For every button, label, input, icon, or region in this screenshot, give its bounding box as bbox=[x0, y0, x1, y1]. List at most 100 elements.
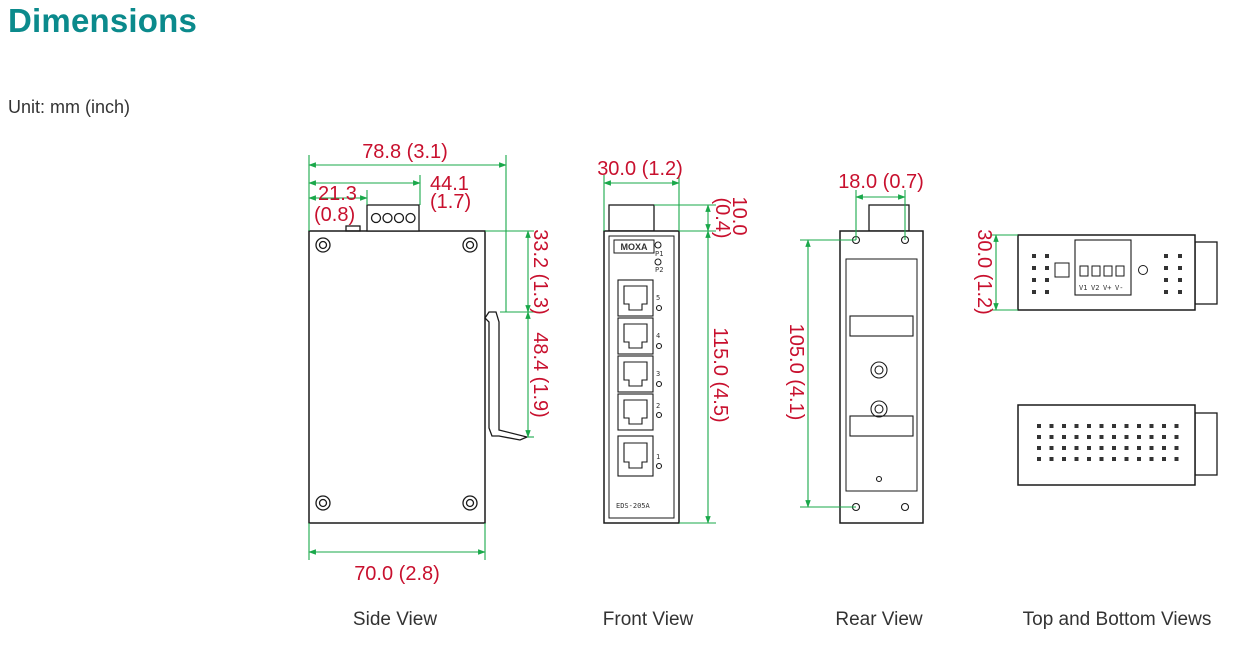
vent-hole bbox=[1162, 435, 1166, 439]
unit-label: Unit: mm (inch) bbox=[8, 97, 131, 117]
brand-label: MOXA bbox=[621, 242, 649, 252]
vent-hole bbox=[1174, 446, 1179, 450]
din-rail-clip bbox=[484, 311, 530, 441]
front-top-height: 10.0 bbox=[728, 197, 750, 236]
port-label-3: 3 bbox=[656, 370, 660, 378]
rear-height: 105.0 (4.1) bbox=[785, 324, 807, 421]
vent-hole bbox=[1087, 446, 1091, 450]
vent-hole bbox=[1049, 457, 1054, 461]
model-label: EDS-205A bbox=[616, 502, 651, 510]
ethernet-ports bbox=[617, 279, 663, 477]
vent-hole bbox=[1137, 435, 1141, 439]
vent-hole bbox=[1074, 424, 1079, 428]
vent-hole bbox=[1074, 457, 1079, 461]
vent-hole bbox=[1062, 446, 1066, 450]
vent-hole bbox=[1137, 457, 1141, 461]
page-title: Dimensions bbox=[8, 2, 198, 39]
port-label-4: 4 bbox=[656, 332, 660, 340]
vent-hole bbox=[1062, 424, 1066, 428]
rear-view-caption: Rear View bbox=[835, 609, 923, 630]
bottom-view-connector bbox=[1194, 412, 1218, 476]
vent-hole bbox=[1099, 446, 1104, 450]
side-screws bbox=[315, 237, 478, 511]
terminal-label-v2: V2 bbox=[1091, 284, 1099, 292]
vent-hole bbox=[1149, 424, 1154, 428]
side-terminal-block bbox=[345, 204, 420, 232]
vent-hole bbox=[1112, 435, 1116, 439]
vent-hole bbox=[1049, 435, 1054, 439]
vent-hole bbox=[1149, 446, 1154, 450]
top-bottom-views: V1 V2 V+ V- 30.0 (1.2) Top and Bottom Vi… bbox=[973, 229, 1218, 630]
bottom-view-vents bbox=[1037, 424, 1179, 461]
vent-hole bbox=[1137, 424, 1141, 428]
vent-hole bbox=[1174, 435, 1179, 439]
vent-hole bbox=[1099, 424, 1104, 428]
side-offset-a-inch: (0.8) bbox=[314, 204, 355, 226]
vent-hole bbox=[1099, 435, 1104, 439]
vent-hole bbox=[1037, 457, 1041, 461]
vent-hole bbox=[1124, 435, 1129, 439]
side-offset-a: 21.3 bbox=[318, 183, 357, 205]
port-label-2: 2 bbox=[656, 402, 660, 410]
front-view: MOXA P1 P2 5 4 3 2 1 EDS-205A bbox=[597, 158, 750, 630]
top-view-connector bbox=[1194, 241, 1218, 305]
vent-hole bbox=[1099, 457, 1104, 461]
vent-hole bbox=[1087, 457, 1091, 461]
rear-view: 18.0 (0.7) 105.0 (4.1) Rear View bbox=[785, 171, 924, 630]
front-height: 115.0 (4.5) bbox=[709, 327, 731, 422]
front-top-block bbox=[608, 204, 655, 232]
vent-hole bbox=[1112, 424, 1116, 428]
terminal-label-v1: V1 bbox=[1079, 284, 1087, 292]
side-offset-b-inch: (1.7) bbox=[430, 191, 471, 213]
terminal-label-vminus: V- bbox=[1115, 284, 1123, 292]
rear-body bbox=[839, 230, 924, 524]
vent-hole bbox=[1112, 457, 1116, 461]
top-depth: 30.0 (1.2) bbox=[973, 229, 995, 315]
vent-hole bbox=[1037, 424, 1041, 428]
front-top-height-inch: (0.4) bbox=[711, 197, 733, 238]
led-label-p1: P1 bbox=[655, 250, 663, 258]
vent-hole bbox=[1124, 424, 1129, 428]
vent-hole bbox=[1174, 424, 1179, 428]
vent-hole bbox=[1049, 446, 1054, 450]
vent-hole bbox=[1062, 435, 1066, 439]
vent-hole bbox=[1049, 424, 1054, 428]
port-label-1: 1 bbox=[656, 453, 660, 461]
side-body bbox=[308, 230, 486, 524]
side-view-caption: Side View bbox=[353, 609, 437, 630]
vent-hole bbox=[1087, 435, 1091, 439]
terminal-label-vplus: V+ bbox=[1103, 284, 1111, 292]
side-width-body: 70.0 (2.8) bbox=[354, 563, 440, 585]
top-view-body bbox=[1017, 234, 1196, 311]
vent-hole bbox=[1149, 435, 1154, 439]
vent-hole bbox=[1162, 446, 1166, 450]
side-width-total: 78.8 (3.1) bbox=[362, 141, 448, 163]
vent-hole bbox=[1074, 446, 1079, 450]
top-bottom-caption: Top and Bottom Views bbox=[1023, 609, 1212, 630]
rear-hole-spacing: 18.0 (0.7) bbox=[838, 171, 924, 193]
vent-hole bbox=[1124, 457, 1129, 461]
side-view: 78.8 (3.1) 21.3 (0.8) 44.1 (1.7) 70.0 (2… bbox=[308, 141, 551, 630]
side-height-rail: 48.4 (1.9) bbox=[529, 332, 551, 418]
led-label-p2: P2 bbox=[655, 266, 663, 274]
vent-hole bbox=[1087, 424, 1091, 428]
vent-hole bbox=[1062, 457, 1066, 461]
vent-hole bbox=[1037, 435, 1041, 439]
rear-top-block bbox=[868, 204, 910, 232]
bottom-view-body bbox=[1017, 404, 1196, 486]
vent-hole bbox=[1137, 446, 1141, 450]
side-offset-b: 44.1 bbox=[430, 173, 469, 195]
vent-hole bbox=[1162, 457, 1166, 461]
port-label-5: 5 bbox=[656, 294, 660, 302]
moxa-logo bbox=[613, 239, 655, 254]
side-height-upper: 33.2 (1.3) bbox=[529, 229, 551, 315]
vent-hole bbox=[1124, 446, 1129, 450]
vent-hole bbox=[1112, 446, 1116, 450]
vent-hole bbox=[1174, 457, 1179, 461]
front-view-caption: Front View bbox=[603, 609, 694, 630]
vent-hole bbox=[1149, 457, 1154, 461]
vent-hole bbox=[1074, 435, 1079, 439]
vent-hole bbox=[1037, 446, 1041, 450]
top-view-terminal bbox=[1074, 239, 1132, 296]
